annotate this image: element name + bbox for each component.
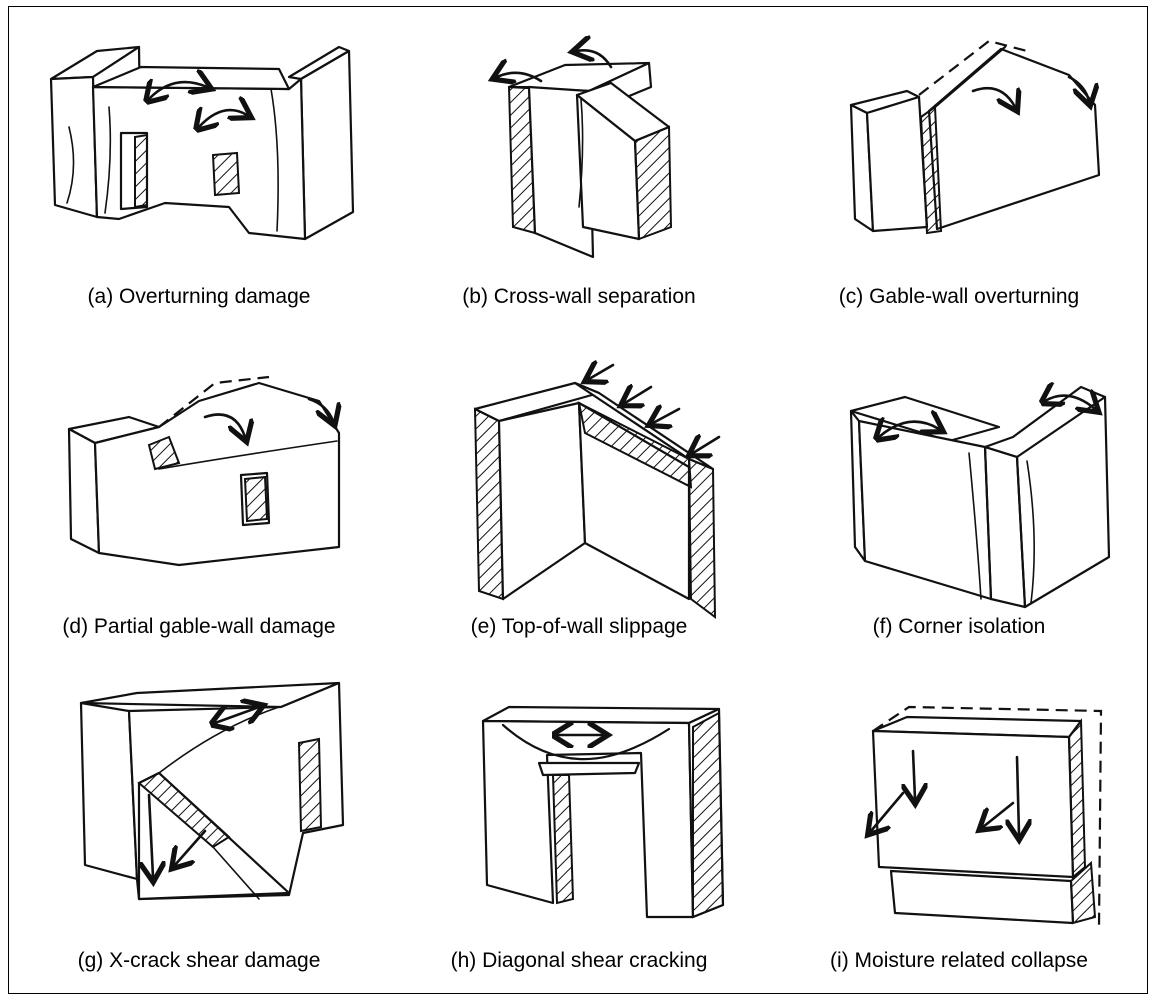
- gable-wall-overturning-illustration: [849, 39, 1149, 235]
- corner-isolation-illustration: [849, 337, 1111, 609]
- panel-b: (b) Cross-wall separation: [389, 7, 769, 337]
- figure-frame: (a) Overturning damage (b) Cross-wall se…: [8, 6, 1148, 994]
- panel-e: (e) Top-of-wall slippage: [389, 337, 769, 667]
- cross-wall-separation-illustration: [389, 7, 673, 259]
- partial-gable-wall-damage-illustration: [67, 375, 389, 567]
- panel-c: (c) Gable-wall overturning: [769, 7, 1149, 337]
- panel-d: (d) Partial gable-wall damage: [9, 337, 389, 667]
- top-of-wall-slippage-illustration: [473, 337, 721, 620]
- panel-caption: (a) Overturning damage: [87, 285, 311, 308]
- panel-caption: (c) Gable-wall overturning: [838, 285, 1080, 308]
- diagonal-shear-cracking-illustration: [481, 705, 725, 919]
- overturning-damage-illustration: [49, 45, 355, 241]
- panel-caption: (e) Top-of-wall slippage: [470, 615, 688, 638]
- panel-i: (i) Moisture related collapse: [769, 667, 1149, 997]
- panel-caption: (i) Moisture related collapse: [830, 949, 1088, 972]
- panel-caption: (f) Corner isolation: [872, 615, 1046, 638]
- x-crack-shear-damage-illustration: [79, 681, 345, 901]
- panel-a: (a) Overturning damage: [9, 7, 389, 337]
- panel-f: (f) Corner isolation: [769, 337, 1149, 667]
- panel-caption: (g) X-crack shear damage: [77, 949, 321, 972]
- panel-caption: (h) Diagonal shear cracking: [450, 949, 708, 972]
- panel-g: (g) X-crack shear damage: [9, 667, 389, 997]
- panel-h: (h) Diagonal shear cracking: [389, 667, 769, 997]
- panel-caption: (b) Cross-wall separation: [462, 285, 696, 308]
- panel-caption: (d) Partial gable-wall damage: [62, 615, 336, 638]
- moisture-related-collapse-illustration: [769, 705, 1103, 928]
